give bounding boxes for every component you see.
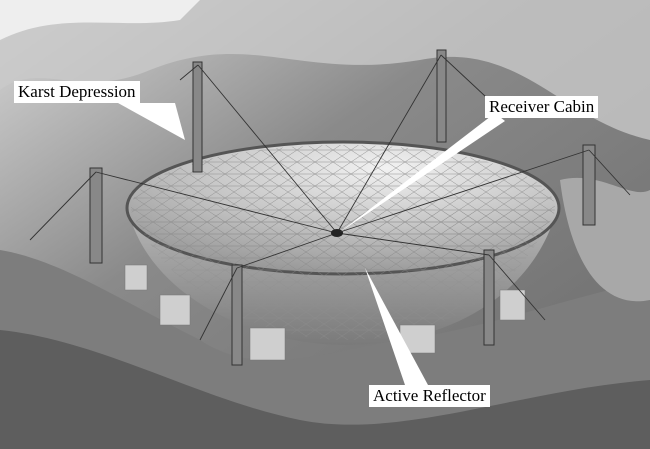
receiver-cabin-pointer xyxy=(340,113,505,232)
karst-depression-pointer xyxy=(118,103,185,140)
receiver-cabin-label: Receiver Cabin xyxy=(485,96,599,118)
active-reflector-pointer xyxy=(365,268,428,385)
receiver-cabin xyxy=(331,229,343,237)
support-cables xyxy=(29,54,631,341)
active-reflector-label: Active Reflector xyxy=(369,385,490,407)
karst-depression-label: Karst Depression xyxy=(14,81,140,103)
support-towers xyxy=(89,49,596,366)
